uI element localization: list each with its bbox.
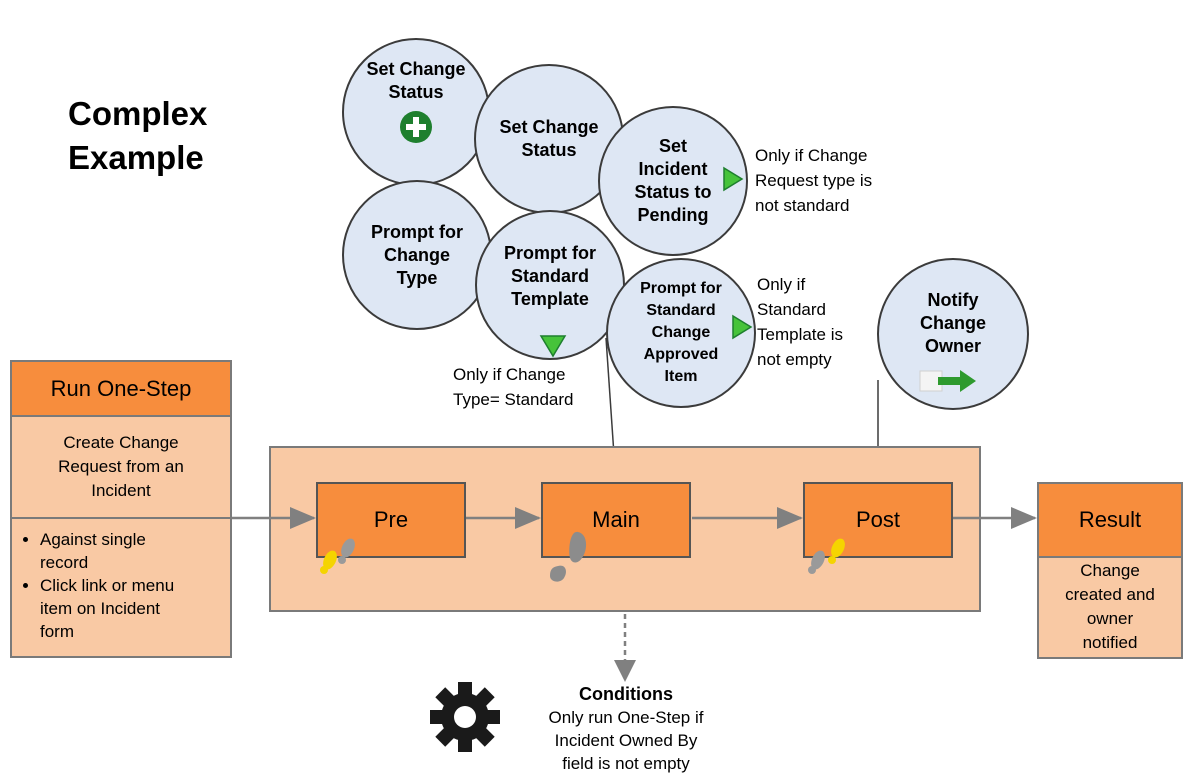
- footsteps-icon: [320, 538, 355, 574]
- circle-label: Pending: [637, 205, 709, 225]
- circle-label: Set Change: [499, 117, 599, 137]
- stage-post[interactable]: Post: [803, 482, 953, 558]
- conditions-line: field is not empty: [562, 754, 690, 773]
- note-line: Standard: [757, 300, 826, 319]
- circle-label: Type: [396, 267, 438, 288]
- add-icon: [400, 111, 432, 143]
- page-title: Complex Example: [68, 92, 207, 180]
- result-text: Change created and owner notified: [1039, 559, 1181, 655]
- circle-label: Change: [651, 324, 711, 341]
- circle-label: Standard: [510, 265, 589, 286]
- stage-pre[interactable]: Pre: [316, 482, 466, 558]
- circle-label: Standard: [646, 302, 716, 319]
- run-one-step-description: Create Change Request from an Incident: [12, 431, 230, 503]
- result-title: Result: [1078, 507, 1142, 532]
- description-line: Create Change: [63, 433, 179, 452]
- gear-icon: [430, 682, 500, 752]
- circle-label: Owner: [924, 335, 981, 356]
- note-line: Template is: [757, 325, 843, 344]
- bullet-line: form: [40, 622, 74, 641]
- circle-label: Approved: [643, 346, 719, 363]
- circle-label: Notify: [927, 289, 979, 310]
- bullet-line: Click link or menu: [40, 576, 175, 595]
- run-one-step-bullets: Against single record Click link or menu…: [22, 528, 245, 643]
- circle-label: Template: [511, 288, 589, 309]
- circle-label: Status: [388, 82, 444, 102]
- footprint-icon: [550, 531, 587, 582]
- description-line: Request from an: [58, 457, 184, 476]
- set-change-status-circle-1[interactable]: Set Change Status: [342, 38, 490, 186]
- conditions-block: Conditions Only run One-Step if Incident…: [520, 683, 732, 775]
- conditions-title: Conditions: [579, 684, 673, 704]
- stage-main[interactable]: Main: [541, 482, 691, 558]
- circle-label: Prompt for: [640, 280, 722, 297]
- note-line: not empty: [757, 350, 832, 369]
- circle-label: Set Change: [366, 59, 466, 79]
- title-line-1: Complex: [68, 95, 208, 132]
- stage-main-label: Main: [592, 507, 640, 532]
- circle-label: Item: [664, 368, 698, 385]
- stage-post-label: Post: [855, 507, 901, 532]
- play-icon-2: [732, 314, 753, 340]
- description-line: Incident: [91, 481, 151, 500]
- circle-label: Status: [521, 140, 577, 160]
- bullet-item: Against single record: [40, 528, 245, 574]
- note-line: Only if: [757, 275, 806, 294]
- footsteps-icon-post: [808, 538, 845, 574]
- play-icon: [723, 166, 744, 192]
- send-arrow-icon: [919, 370, 976, 392]
- title-line-2: Example: [68, 139, 204, 176]
- conditions-arrowhead: [614, 660, 636, 682]
- note-incident-status: Only if Change Request type is not stand…: [755, 143, 872, 218]
- result-line: created and: [1065, 585, 1155, 604]
- note-line: not standard: [755, 196, 850, 215]
- note-line: Type= Standard: [453, 390, 574, 409]
- circle-label: Prompt for: [504, 242, 596, 263]
- circle-label: Change: [919, 312, 986, 333]
- result-line: Change: [1080, 561, 1140, 580]
- set-incident-status-circle[interactable]: Set Incident Status to Pending: [598, 106, 748, 256]
- note-standard-template: Only if Standard Template is not empty: [757, 272, 843, 372]
- bullet-line: record: [40, 553, 89, 572]
- run-one-step-title: Run One-Step: [50, 375, 192, 401]
- circle-label: Set: [658, 136, 687, 156]
- result-header: Result: [1037, 482, 1183, 558]
- circle-label: Change: [383, 244, 450, 265]
- bullet-line: item on Incident: [40, 599, 161, 618]
- prompt-standard-template-circle[interactable]: Prompt for Standard Template: [475, 210, 625, 360]
- circle-label: Status to: [634, 182, 712, 202]
- prompt-standard-change-circle[interactable]: Prompt for Standard Change Approved Item: [606, 258, 756, 408]
- panel-divider: [10, 517, 232, 519]
- down-triangle-icon: [539, 335, 567, 358]
- run-one-step-header: Run One-Step: [10, 360, 232, 417]
- bullet-item: Click link or menu item on Incident form: [40, 574, 245, 643]
- note-line: Only if Change: [755, 146, 868, 165]
- result-line: owner: [1086, 609, 1134, 628]
- note-line: Only if Change: [453, 365, 566, 384]
- prompt-change-type-circle[interactable]: Prompt for Change Type: [342, 180, 492, 330]
- result-line: notified: [1082, 633, 1138, 652]
- note-line: Request type is: [755, 171, 873, 190]
- conditions-line: Incident Owned By: [554, 731, 698, 750]
- note-change-type: Only if Change Type= Standard: [453, 362, 574, 412]
- conditions-line: Only run One-Step if: [548, 708, 704, 727]
- circle-label: Incident: [638, 159, 708, 179]
- bullet-line: Against single: [40, 530, 146, 549]
- stage-pre-label: Pre: [373, 507, 409, 532]
- circle-label: Prompt for: [371, 221, 463, 242]
